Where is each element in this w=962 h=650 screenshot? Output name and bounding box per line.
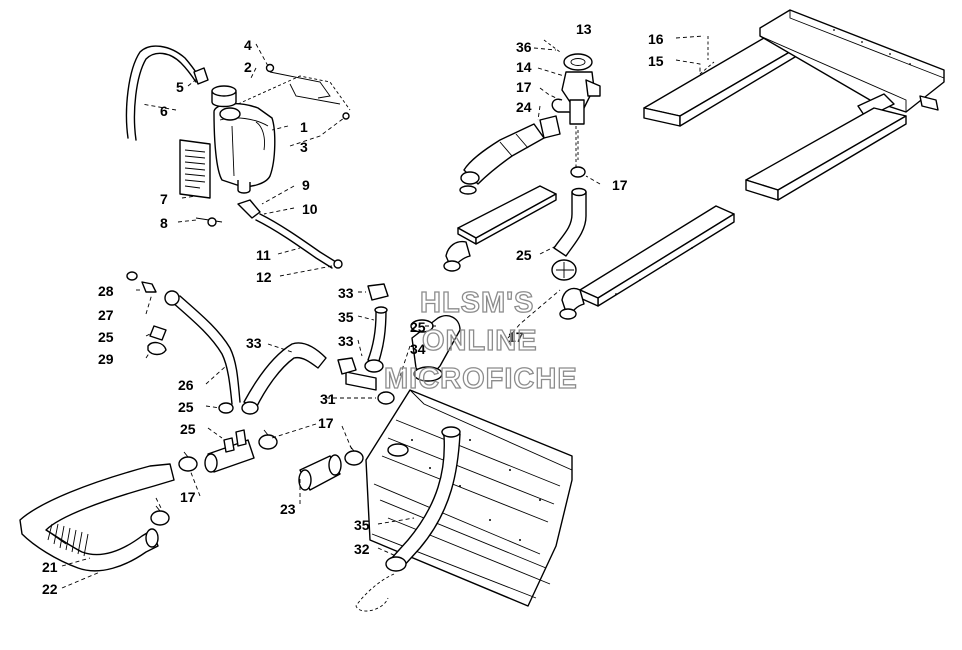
hose-clamps-17 — [150, 429, 364, 526]
hose-34 — [364, 283, 389, 373]
hose-31 — [241, 342, 327, 415]
callout-33-top: 33 — [338, 285, 354, 301]
callout-7: 7 — [160, 191, 168, 207]
callout-9: 9 — [302, 177, 310, 193]
callout-20: 25 — [410, 319, 426, 335]
callout-11: 11 — [256, 247, 271, 263]
callout-labels: 4 2 5 6 1 3 7 8 9 10 11 12 13 36 14 17 2… — [42, 21, 664, 597]
callout-1: 1 — [300, 119, 308, 135]
tee-fitting-24 — [204, 429, 255, 473]
callout-21: 21 — [42, 559, 58, 575]
watermark-line-3: MICROFICHE — [384, 363, 578, 395]
callout-36: 36 — [516, 39, 532, 55]
heat-exchanger-lower — [559, 205, 735, 320]
callout-3: 3 — [300, 139, 308, 155]
callout-14: 14 — [516, 59, 532, 75]
callout-17-center: 17 — [508, 329, 524, 345]
reservoir-cap-2 — [211, 85, 237, 108]
callout-24: 25 — [180, 421, 196, 437]
hose-21-22 — [19, 463, 175, 572]
hose-26 — [164, 290, 241, 405]
frame-rails-15-16 — [643, 9, 945, 201]
callout-5: 5 — [176, 79, 184, 95]
callout-23: 23 — [280, 501, 296, 517]
callout-25-mid: 25 — [178, 399, 194, 415]
callout-2: 2 — [244, 59, 252, 75]
callout-17-right: 17 — [612, 177, 628, 193]
callout-35: 35 — [354, 517, 370, 533]
reservoir-bracket-3 — [237, 63, 351, 120]
lower-reservoir-fittings — [195, 199, 343, 269]
coolant-reservoir-1 — [213, 102, 276, 194]
callout-17-lower: 17 — [318, 415, 334, 431]
leader-lines — [61, 35, 705, 589]
small-fittings-left — [126, 271, 234, 414]
hose-35 — [355, 426, 461, 612]
watermark-line-1: HLSM'S — [420, 287, 534, 319]
callout-10: 10 — [302, 201, 318, 217]
callout-17-top: 17 — [516, 79, 532, 95]
callout-4: 4 — [244, 37, 252, 53]
callout-16: 16 — [648, 31, 664, 47]
callout-32: 33 — [338, 333, 354, 349]
watermark-line-2: ONLINE — [422, 325, 538, 357]
callout-26: 26 — [178, 377, 194, 393]
callout-30-mid: 31 — [320, 391, 336, 407]
heat-exchanger-upper — [443, 185, 557, 272]
callout-12: 12 — [256, 269, 272, 285]
callout-18: 24 — [516, 99, 532, 115]
callout-33-mid: 34 — [410, 341, 426, 357]
hose-23 — [298, 454, 342, 491]
callout-13: 13 — [576, 21, 592, 37]
overflow-hose-6 — [125, 45, 209, 141]
callout-28: 28 — [98, 283, 114, 299]
callout-27: 27 — [98, 307, 114, 323]
tunnel-heat-exchanger — [365, 389, 573, 607]
callout-19: 25 — [516, 247, 532, 263]
callout-29: 29 — [98, 351, 114, 367]
callout-22: 22 — [42, 581, 58, 597]
callout-31: 33 — [246, 335, 262, 351]
watermark: HLSM'S ONLINE MICROFICHE — [383, 286, 578, 395]
callout-6: 6 — [160, 103, 168, 119]
tee-fitting-32 — [337, 357, 395, 405]
hose-19 — [551, 130, 587, 281]
callout-34: 35 — [338, 309, 354, 325]
callout-8: 8 — [160, 215, 168, 231]
callout-15: 15 — [648, 53, 664, 69]
callout-30-bottom: 32 — [354, 541, 370, 557]
callout-25-left: 25 — [98, 329, 114, 345]
hose-18 — [459, 115, 561, 195]
fill-neck-assembly — [543, 39, 601, 168]
decal-7 — [179, 139, 211, 199]
callout-17-left: 17 — [180, 489, 196, 505]
